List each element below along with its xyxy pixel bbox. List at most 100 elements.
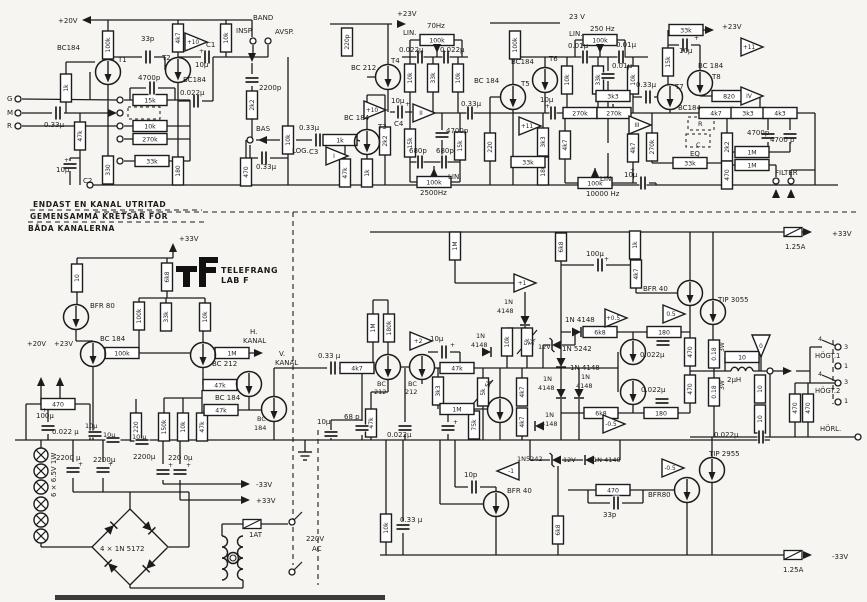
label: + (199, 48, 204, 55)
label: 220V (306, 535, 324, 543)
resistor-10k: 10k (451, 63, 465, 93)
label: 12V (563, 456, 576, 464)
diode (574, 389, 584, 399)
label: LIN. (569, 30, 582, 38)
capacitor (782, 132, 798, 140)
resistor-47k: 47k (439, 361, 475, 375)
capacitor (600, 72, 616, 80)
label: LIN. (403, 29, 416, 37)
arrow (430, 168, 438, 177)
capacitor (549, 105, 557, 121)
label: 10µ (679, 47, 693, 55)
label: 10µ (624, 171, 638, 179)
label: 4700p (138, 74, 161, 82)
label: 2200p (259, 84, 282, 92)
label: 0.022µ (440, 46, 465, 54)
label: 0.33µ (256, 163, 277, 171)
transformer (221, 535, 244, 581)
label: 1.25A (783, 566, 804, 574)
resistor-1k: 1k (59, 73, 73, 103)
svg-text:470: 470 (724, 169, 731, 181)
amp-stage-+1: +1 (513, 272, 538, 294)
label: 3W (719, 342, 726, 352)
capacitor (639, 175, 647, 191)
label: 33p (141, 35, 155, 43)
capacitor (87, 430, 103, 438)
transistor (482, 490, 510, 518)
amp-stage-+10: +10 (363, 99, 388, 121)
logo-name: TELEFRANG (221, 266, 278, 275)
svg-text:10k: 10k (223, 32, 230, 44)
label: BC184 (511, 58, 534, 66)
resistor-10k: 10k (379, 513, 393, 543)
transistor (676, 279, 704, 307)
svg-text:33k: 33k (595, 74, 602, 86)
resistor-3k3: 3k3 (431, 376, 445, 406)
label: C3 (309, 148, 318, 156)
label: T7 (674, 83, 684, 91)
label: 0.022µ (387, 431, 412, 439)
label: 10µ (540, 96, 554, 104)
capacitor (54, 105, 62, 121)
resistor-100k: 100k (416, 175, 452, 189)
svg-text:3k3: 3k3 (435, 385, 442, 396)
svg-text:270k: 270k (572, 110, 588, 117)
label: 33p (603, 511, 617, 519)
resistor-10k: 10k (626, 65, 640, 95)
svg-text:33k: 33k (163, 311, 170, 323)
transistor (531, 66, 559, 94)
resistor-1M: 1M (439, 402, 475, 416)
inductor (730, 366, 754, 372)
label: R (698, 120, 703, 128)
arrow (258, 136, 267, 144)
label: 0.01µ (568, 42, 589, 50)
note-line-2: GEMENSAMMA KRETSAR FÖR (30, 212, 168, 221)
arrow (108, 109, 117, 117)
label: H. (250, 328, 257, 336)
label: 10µ (56, 166, 70, 174)
resistor-47k: 47k (203, 403, 239, 417)
label: 0.01µ (616, 41, 637, 49)
label: BFR 40 (643, 285, 668, 293)
svg-text:33k: 33k (684, 160, 696, 167)
fuse (783, 226, 803, 238)
label: 10µ (195, 61, 209, 69)
diode (572, 327, 582, 337)
svg-text:47k: 47k (77, 130, 84, 142)
resistor-6k8: 6k8 (583, 406, 619, 420)
resistor-220p: 220p (340, 27, 354, 57)
label: 0.33µ (299, 124, 320, 132)
amp-stage-II: II (412, 102, 437, 124)
transistor (699, 298, 727, 326)
zener-diode (549, 337, 561, 353)
arrow (772, 189, 780, 198)
note-line-3: BÅDA KANALERNA (28, 224, 115, 233)
svg-text:10k: 10k (383, 522, 390, 534)
note-line-1: ENDAST EN KANAL UTRITAD (33, 200, 166, 209)
label: C4 (394, 120, 404, 128)
resistor-5k: 5k (476, 377, 490, 407)
svg-text:+10: +10 (366, 108, 379, 114)
svg-text:47k: 47k (215, 407, 227, 414)
label: 4 (818, 335, 822, 343)
resistor-4k7: 4k7 (339, 361, 375, 375)
resistor-10k: 10k (281, 125, 295, 155)
svg-text:220: 220 (133, 421, 140, 433)
label: C1 (206, 41, 215, 49)
resistor-6k8: 6k8 (582, 325, 618, 339)
label: + (108, 461, 113, 468)
label: 4148 (471, 341, 488, 349)
capacitor (323, 430, 339, 438)
label: 0.01µ (612, 62, 633, 70)
resistor-470: 470 (595, 483, 631, 497)
capacitor (644, 89, 652, 105)
capacitor (440, 154, 448, 170)
label: + (694, 35, 699, 42)
transistor (673, 476, 701, 504)
label: 6 × 6.5V 1W (50, 453, 58, 497)
label: LIN. (600, 175, 613, 183)
label: 3 (844, 343, 848, 351)
transistor (374, 353, 402, 381)
svg-text:270k: 270k (649, 139, 656, 154)
